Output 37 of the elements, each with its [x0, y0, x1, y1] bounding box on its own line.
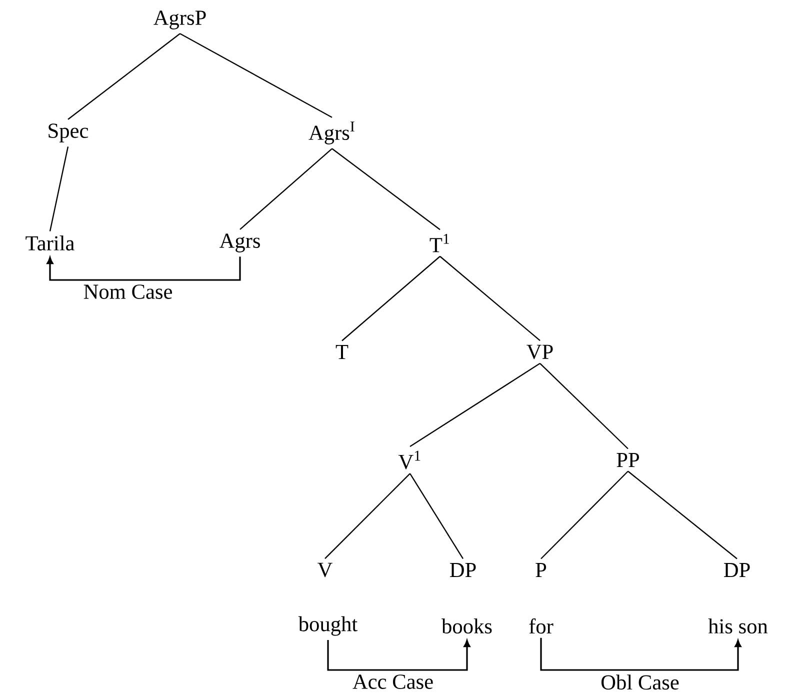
- branch-line: [628, 470, 738, 560]
- branch-line: [180, 33, 332, 118]
- word-label: his son: [708, 618, 768, 634]
- branch-line: [440, 256, 540, 342]
- category-label: T: [336, 345, 348, 359]
- category-label: Tarila: [26, 236, 74, 251]
- category-label: P: [536, 563, 546, 577]
- case-arrow: [540, 638, 742, 671]
- category-label: V: [318, 562, 332, 578]
- category-label: Agrs: [219, 234, 260, 252]
- edge-label: Obl Case: [599, 673, 681, 691]
- category-label: PP: [616, 453, 639, 467]
- case-arrow: [46, 256, 241, 281]
- branch-line: [410, 362, 540, 447]
- branch-line: [68, 33, 180, 120]
- category-label: Agrs$^{I}$: [308, 122, 354, 144]
- category-label: T$^{1}$: [430, 234, 450, 252]
- branch-line: [49, 146, 69, 232]
- word-label: books: [442, 618, 492, 634]
- category-label: DP: [450, 563, 476, 578]
- category-label: VP: [526, 344, 553, 360]
- branch-line: [410, 473, 464, 560]
- category-label: V$^{1}$: [398, 450, 420, 470]
- word-label: for: [529, 618, 554, 634]
- branch-line: [540, 470, 628, 560]
- word-label: bought: [298, 616, 358, 636]
- branch-line: [324, 473, 410, 560]
- edge-label: Acc Case: [351, 673, 435, 690]
- category-label: DP: [724, 563, 750, 578]
- category-label: Spec: [48, 124, 88, 142]
- branch-line: [332, 148, 440, 230]
- case-arrow: [327, 640, 470, 671]
- category-label: AgrsP: [154, 10, 206, 30]
- branch-line: [540, 363, 628, 450]
- branch-line: [342, 256, 440, 342]
- branch-line: [240, 148, 332, 230]
- edge-label: Nom Case: [82, 283, 174, 300]
